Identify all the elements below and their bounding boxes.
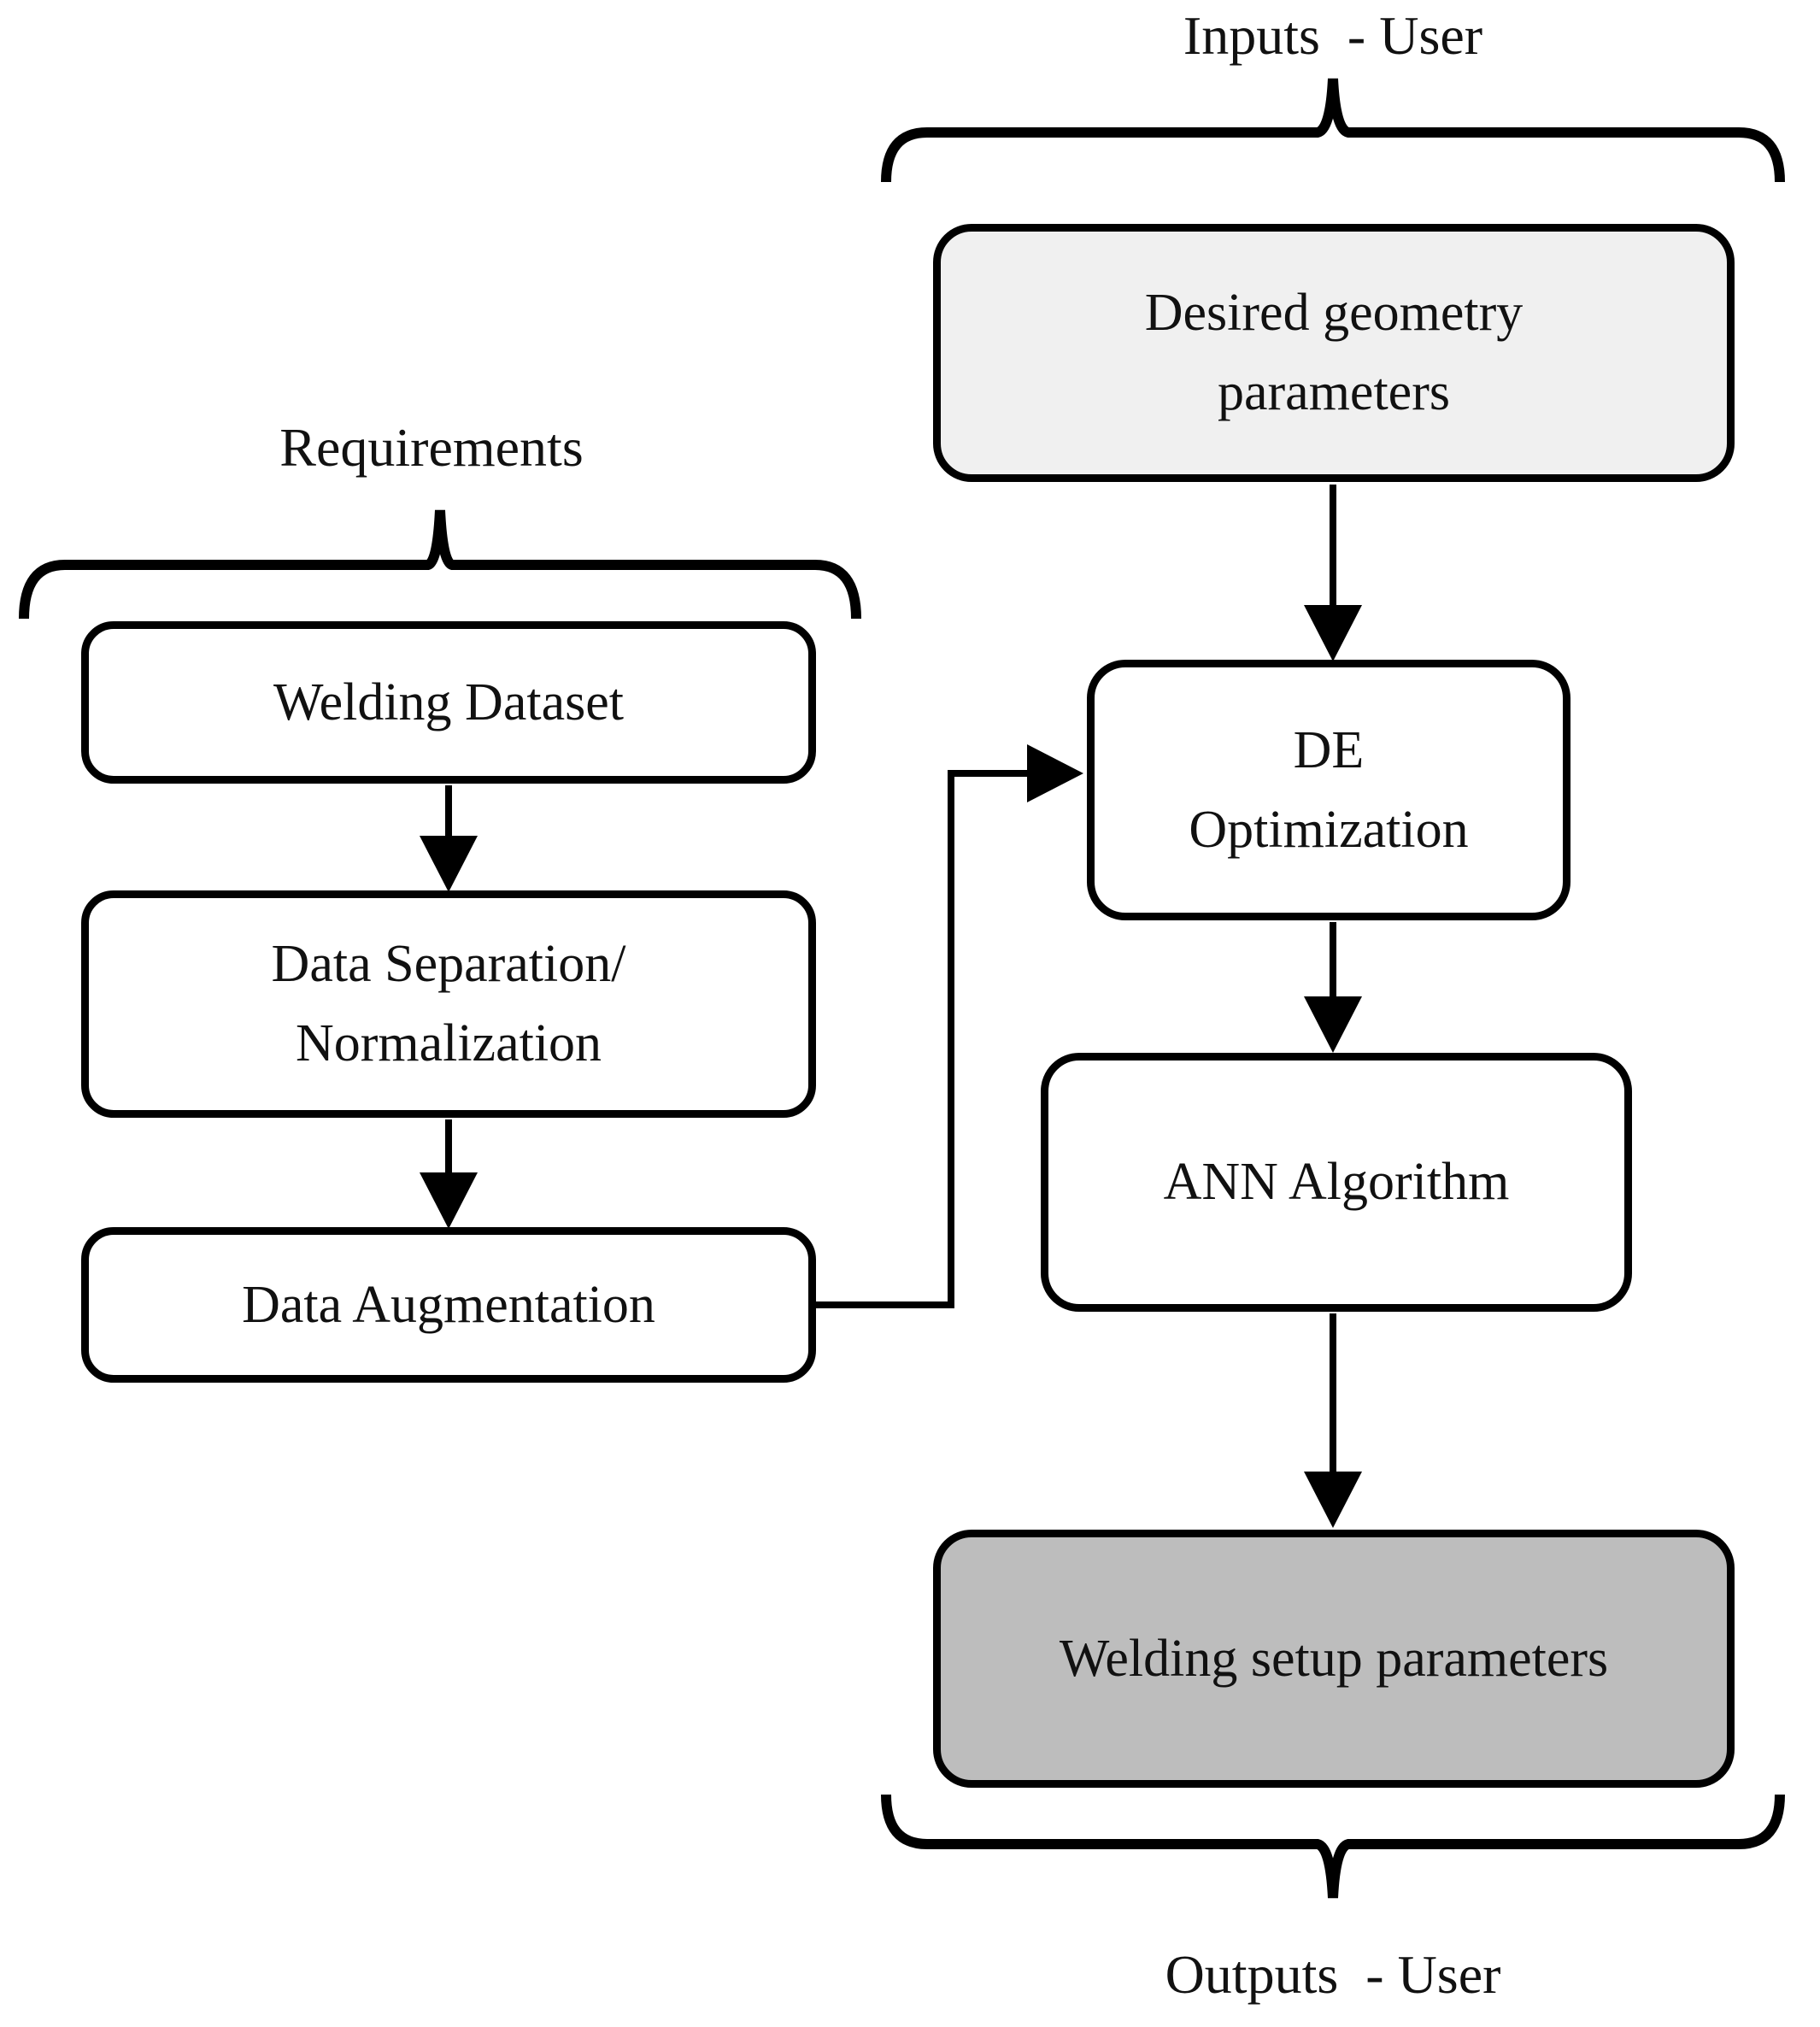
arrow-separation-to-augmentation (420, 1119, 478, 1229)
desired-geometry-parameters-node: Desired geometry parameters (933, 224, 1735, 482)
data-separation-normalization-node: Data Separation/ Normalization (81, 890, 816, 1118)
de-optimization-node: DE Optimization (1087, 660, 1570, 920)
arrow-de-to-ann (1304, 922, 1362, 1053)
arrow-dataset-to-separation (420, 785, 478, 892)
arrow-augmentation-to-de (816, 744, 1083, 1308)
requirements-label: Requirements (279, 417, 584, 478)
arrow-ann-to-welding-setup (1304, 1313, 1362, 1528)
inputs-brace (881, 78, 1785, 183)
data-augmentation-node: Data Augmentation (81, 1227, 816, 1383)
outputs-brace (881, 1794, 1785, 1899)
inputs-user-label: Inputs - User (1183, 5, 1483, 66)
arrow-desired-to-de (1304, 485, 1362, 661)
ann-algorithm-node: ANN Algorithm (1041, 1053, 1632, 1312)
requirements-brace (19, 509, 861, 620)
outputs-user-label: Outputs - User (1165, 1944, 1501, 2005)
welding-dataset-node: Welding Dataset (81, 621, 816, 784)
welding-setup-parameters-node: Welding setup parameters (933, 1530, 1735, 1788)
